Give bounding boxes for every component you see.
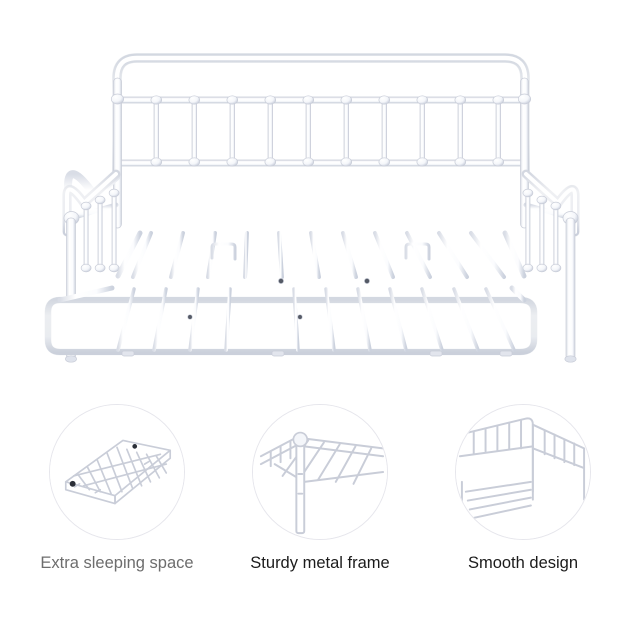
mattress-deck-slats (115, 230, 527, 284)
feature-sturdy-metal-frame: Sturdy metal frame (225, 404, 415, 600)
right-arm-panel (521, 169, 580, 363)
feature-image-extra-sleeping-space (49, 404, 185, 540)
feature-caption-extra-sleeping-space: Extra sleeping space (40, 554, 194, 572)
daybed-illustration (44, 53, 580, 363)
feature-caption-smooth-design: Smooth design (467, 554, 579, 572)
trundle-frame-perspective-icon (50, 405, 184, 539)
feature-extra-sleeping-space: Extra sleeping space (22, 404, 212, 600)
hero-product-image (44, 53, 580, 363)
left-arm-panel (62, 169, 121, 363)
corner-leg-and-slats-closeup-icon (253, 405, 387, 539)
feature-caption-sturdy-metal-frame: Sturdy metal frame (250, 554, 390, 572)
headboard-and-arm-corner-icon (456, 405, 590, 539)
feature-image-sturdy-metal-frame (252, 404, 388, 540)
headboard-spindles (150, 95, 505, 167)
feature-callouts: Extra sleeping space (0, 404, 640, 600)
feature-smooth-design: Smooth design (428, 404, 618, 600)
feature-image-smooth-design (455, 404, 591, 540)
trundle-bed (44, 285, 538, 357)
right-front-leg (565, 217, 576, 361)
